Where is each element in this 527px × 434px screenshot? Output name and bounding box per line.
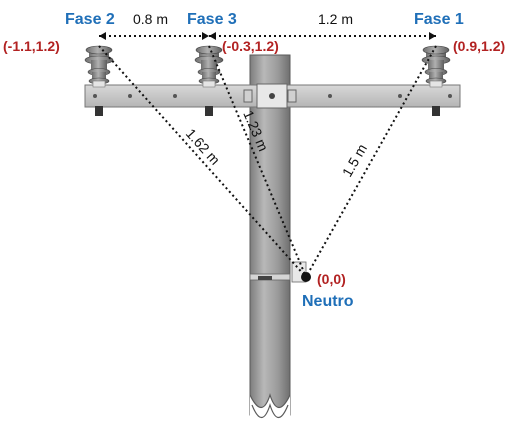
distance-lines (98, 35, 437, 278)
line-neutral-fase2 (98, 45, 307, 278)
label-spacing-f3-f1: 1.2 m (318, 11, 353, 27)
label-neutral: Neutro (302, 293, 354, 310)
spacing-ticks (99, 32, 436, 40)
line-neutral-fase1 (305, 45, 437, 278)
coord-fase1: (0.9,1.2) (453, 38, 505, 54)
label-spacing-f2-f3: 0.8 m (133, 11, 168, 27)
insulator-fase3 (194, 45, 224, 116)
utility-pole (249, 54, 291, 434)
label-fase1: Fase 1 (414, 11, 464, 28)
label-fase3: Fase 3 (187, 11, 237, 28)
label-fase2: Fase 2 (65, 11, 115, 28)
coord-neutral: (0,0) (317, 271, 346, 287)
insulator-fase2 (84, 45, 114, 116)
label-distance-fase1: 1.5 m (339, 141, 370, 179)
coord-fase3: (-0.3,1.2) (222, 38, 279, 54)
coord-fase2: (-1.1,1.2) (3, 38, 60, 54)
crossarm (84, 83, 461, 109)
line-neutral-fase3 (208, 45, 307, 278)
insulator-fase1 (421, 45, 451, 116)
